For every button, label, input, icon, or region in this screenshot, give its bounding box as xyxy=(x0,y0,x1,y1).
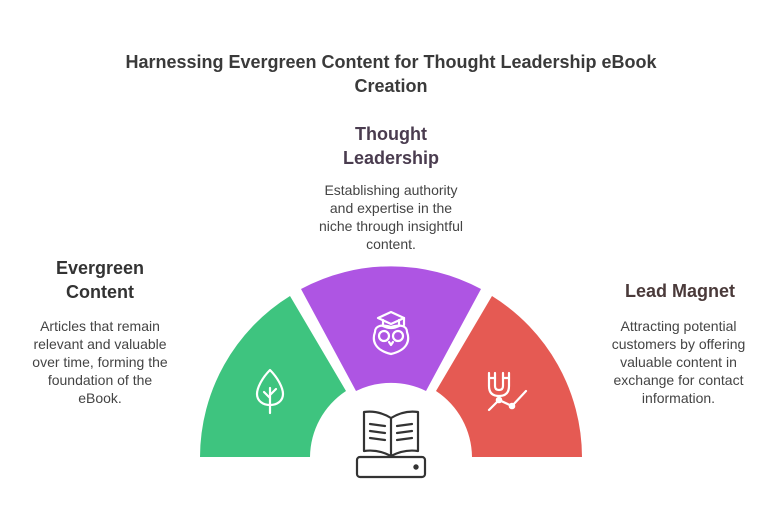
diagram-title: Harnessing Evergreen Content for Thought… xyxy=(91,50,691,98)
description-line: exchange for contact xyxy=(613,372,744,388)
evergreen-content-segment xyxy=(200,296,346,457)
lead-magnet-heading: Lead Magnet xyxy=(600,279,760,303)
description-line: over time, forming the xyxy=(32,354,168,370)
description-line: foundation of the xyxy=(47,372,153,388)
description-line: Establishing authority xyxy=(324,182,458,198)
owl-icon xyxy=(372,310,410,356)
description-line: information. xyxy=(641,390,716,406)
tree-icon xyxy=(255,368,285,415)
description-line: Attracting potential xyxy=(620,318,737,334)
evergreen-content-heading: Evergreen Content xyxy=(20,256,180,304)
thought-leadership-heading: Thought Leadership xyxy=(291,122,491,170)
title-line-2: Creation xyxy=(354,76,428,96)
description-line: niche through insightful xyxy=(319,218,463,234)
description-line: and expertise in the xyxy=(329,200,453,216)
description-line: valuable content in xyxy=(620,354,737,370)
description-line: customers by offering xyxy=(611,336,746,352)
evergreen-content-description: Articles that remain relevant and valuab… xyxy=(20,317,180,407)
heading-line: Leadership xyxy=(342,148,440,168)
magnet-icon xyxy=(487,371,528,412)
thought-leadership-description: Establishing authority and expertise in … xyxy=(296,181,486,253)
heading-line: Evergreen xyxy=(55,258,145,278)
description-line: content. xyxy=(366,236,416,252)
lead-magnet-description: Attracting potential customers by offeri… xyxy=(596,317,761,407)
description-line: Articles that remain xyxy=(40,318,160,334)
description-line: eBook. xyxy=(78,390,122,406)
description-line: relevant and valuable xyxy=(33,336,167,352)
open-book-icon xyxy=(355,410,427,479)
title-line-1: Harnessing Evergreen Content for Thought… xyxy=(125,52,657,72)
heading-line: Lead Magnet xyxy=(624,281,735,301)
heading-line: Thought xyxy=(355,124,427,144)
heading-line: Content xyxy=(66,282,134,302)
